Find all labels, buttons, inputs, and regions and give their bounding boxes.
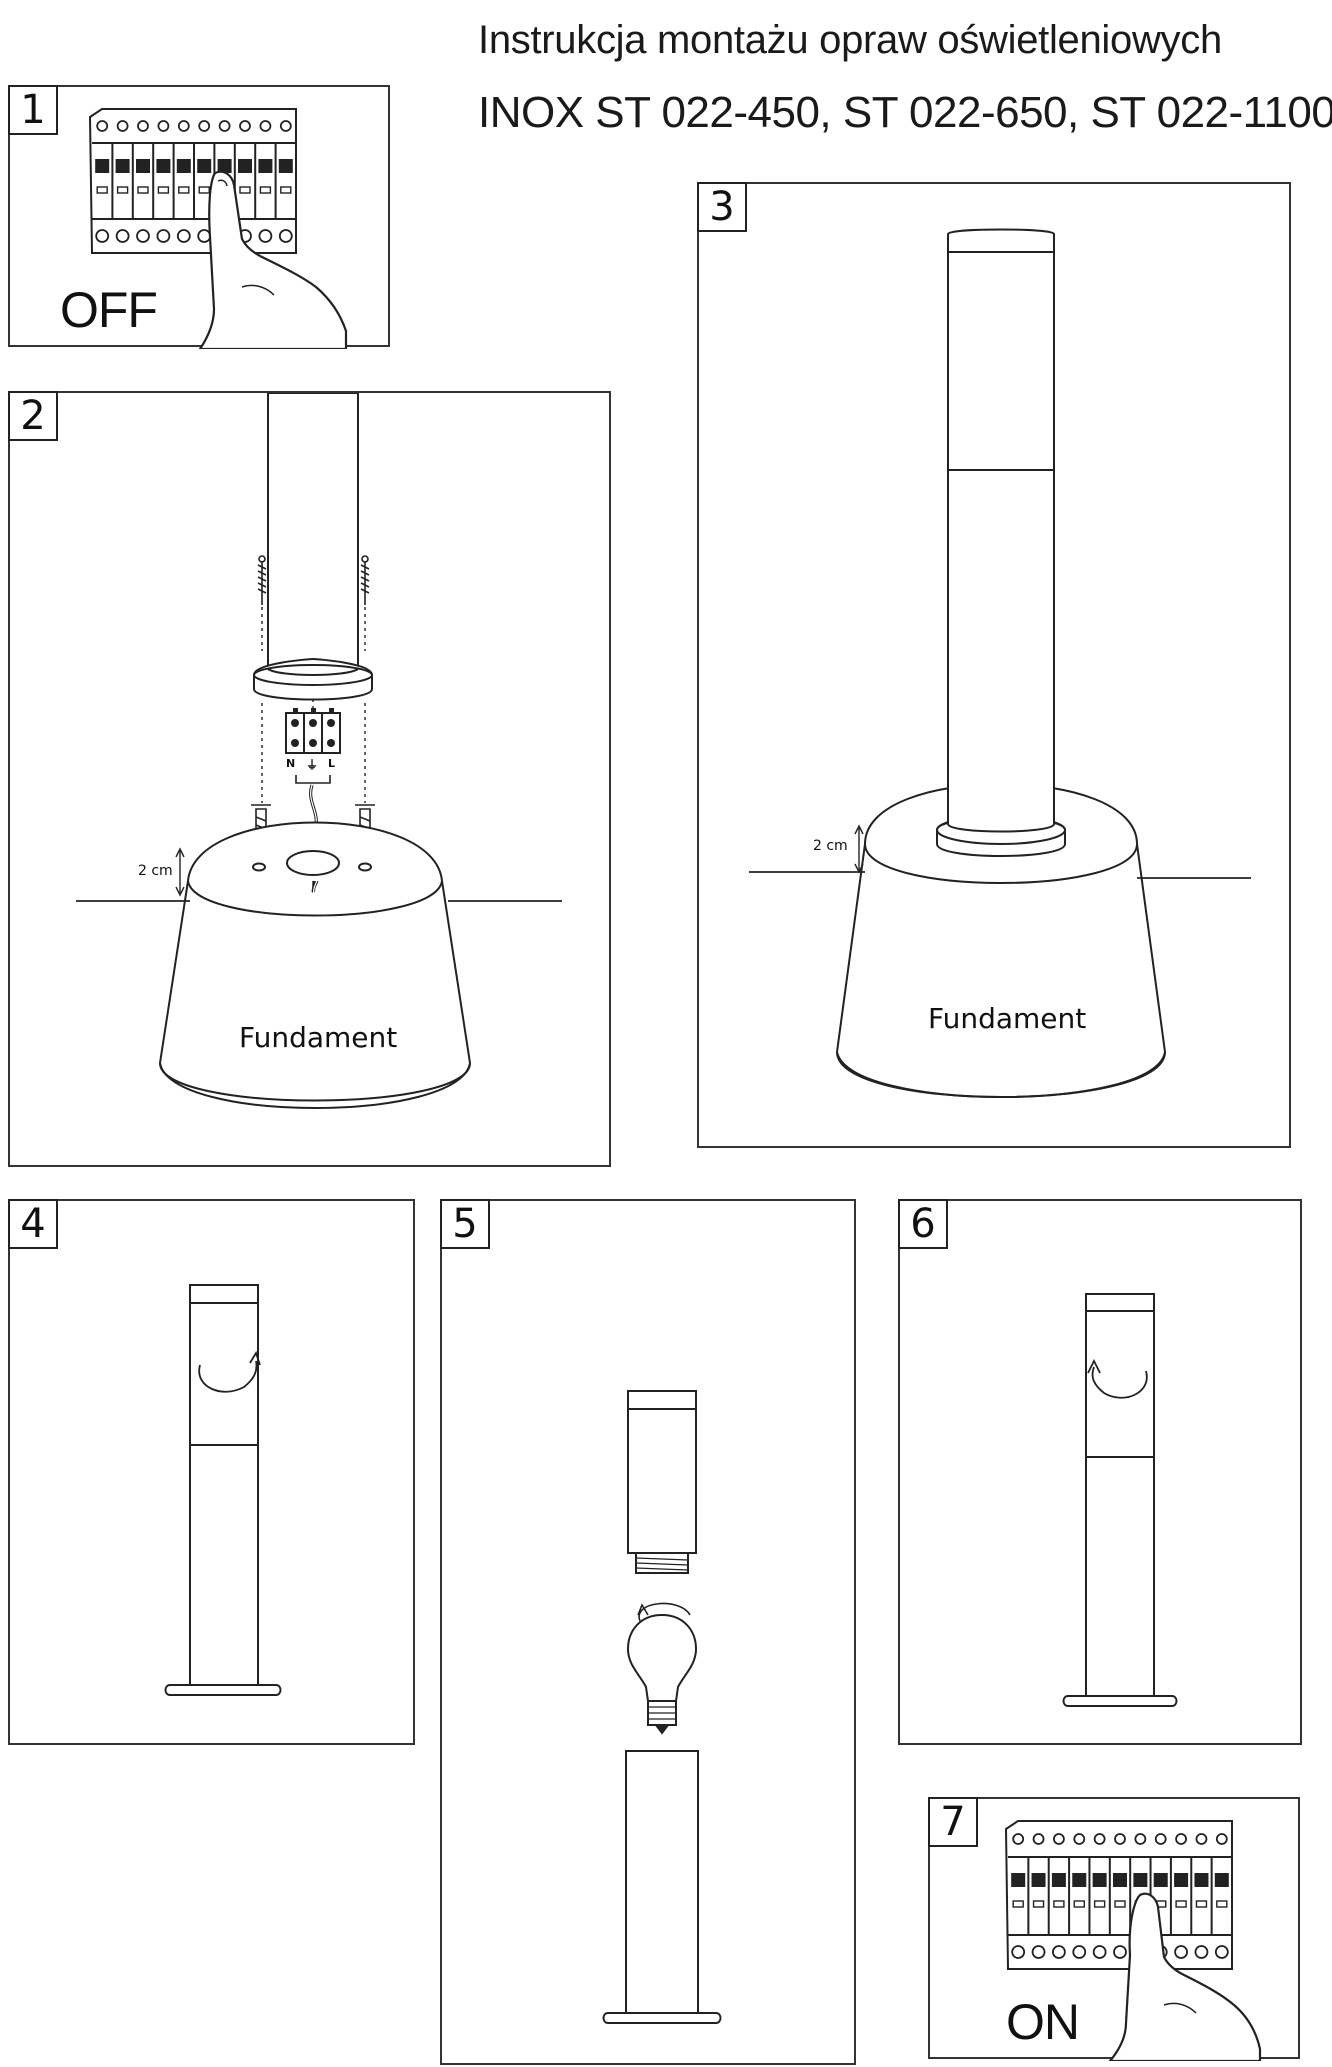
manual-title: Instrukcja montażu opraw oświetleniowych (478, 18, 1222, 62)
step-number: 6 (898, 1199, 948, 1249)
bulb-install-illustration (602, 1390, 722, 2024)
unscrew-cap-illustration (164, 1284, 282, 1696)
foundation-label: Fundament (239, 1021, 398, 1054)
step-6-panel: 6 (898, 1199, 1302, 1745)
power-on-label: ON (1006, 1994, 1080, 2050)
breaker-off-illustration (88, 108, 348, 349)
mounting-illustration (76, 393, 562, 1109)
step-4-panel: 4 (8, 1199, 415, 1745)
step-number: 2 (8, 391, 58, 441)
step-1-panel: 1 OFF (8, 85, 390, 349)
terminal-n: N (286, 757, 296, 770)
model-list: INOX ST 022-450, ST 022-650, ST 022-1100 (478, 88, 1332, 137)
depth-label: 2 cm (138, 863, 173, 879)
step-number: 7 (928, 1797, 978, 1847)
step-number: 5 (440, 1199, 490, 1249)
terminal-l: L (328, 757, 336, 770)
step-7-panel: 7 ON (928, 1797, 1300, 2061)
terminal-earth: ⏚ (306, 758, 319, 772)
step-5-panel: 5 (440, 1199, 856, 2065)
assembled-lamp-illustration (749, 228, 1251, 1098)
step-number: 1 (8, 85, 58, 135)
step-2-panel: 2 N ⏚ L 2 cm Fundament (8, 391, 611, 1167)
breaker-on-illustration (1004, 1820, 1262, 2061)
foundation-label: Fundament (928, 1002, 1087, 1035)
power-off-label: OFF (60, 282, 158, 338)
step-number: 3 (697, 182, 747, 232)
screw-cap-illustration (1062, 1293, 1178, 1707)
step-number: 4 (8, 1199, 58, 1249)
step-3-panel: 3 2 cm Fundament (697, 182, 1291, 1148)
depth-label: 2 cm (813, 838, 848, 854)
